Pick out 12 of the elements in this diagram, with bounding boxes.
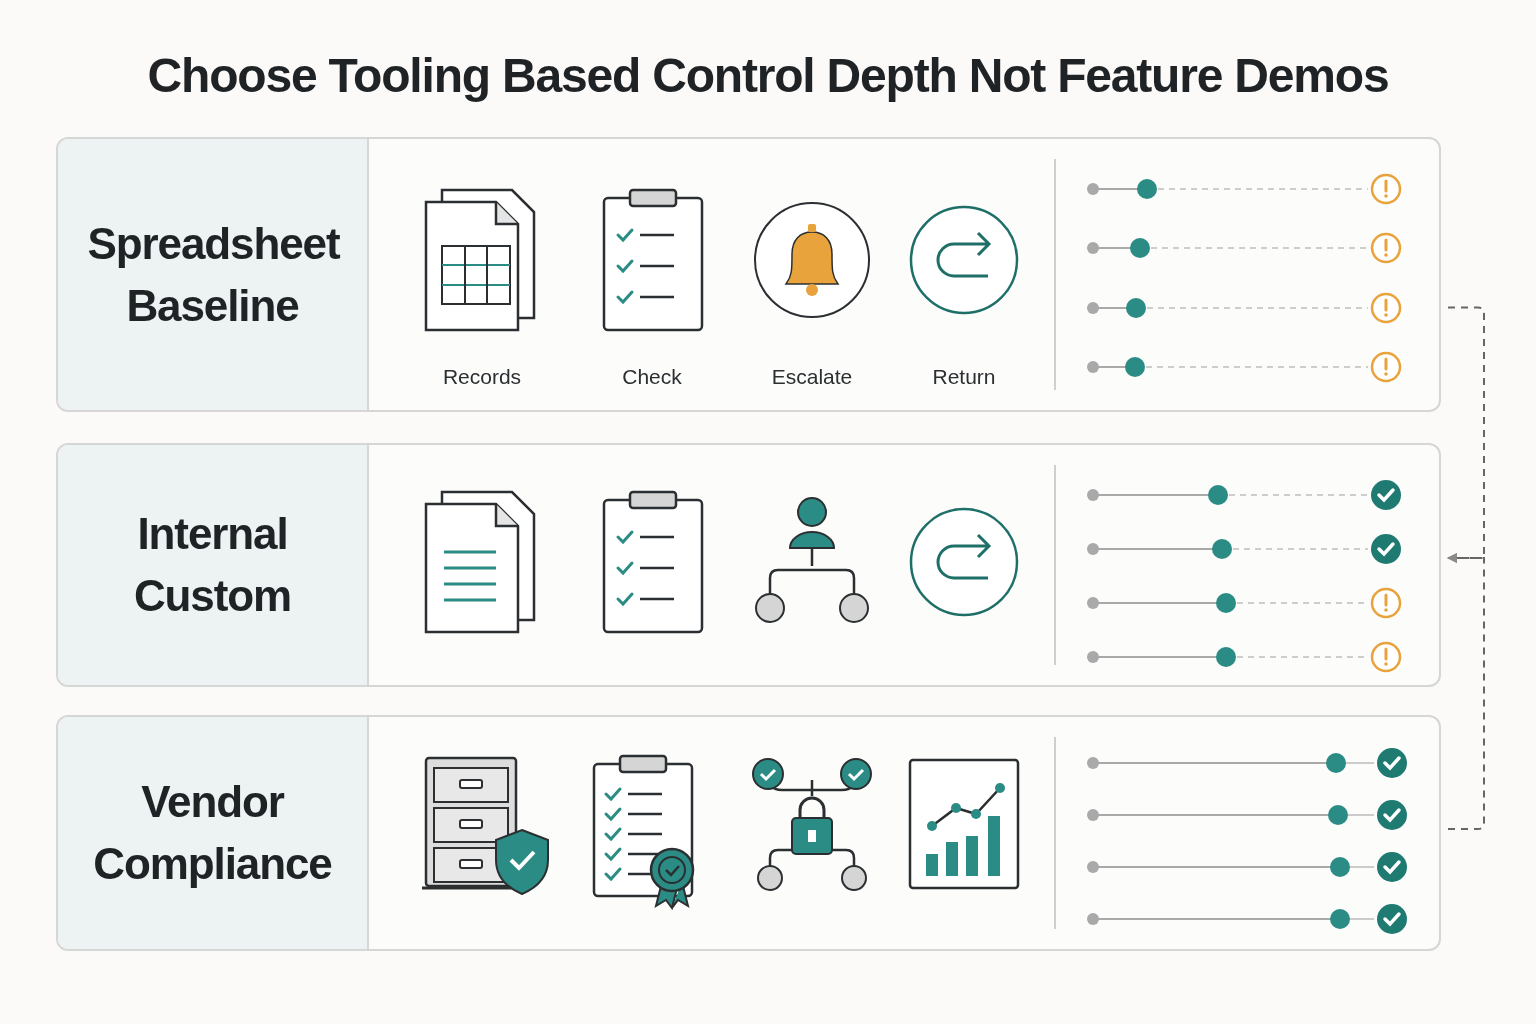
row-heading: Vendor Compliance xyxy=(92,776,333,890)
row-heading: Spreadsheet Baseline xyxy=(87,217,338,332)
row-panel xyxy=(56,137,1441,412)
row-panel xyxy=(56,443,1441,687)
icon-caption: Return xyxy=(931,364,997,390)
dashed-connector xyxy=(1447,553,1485,830)
icon-caption: Check xyxy=(621,364,683,390)
row-panel xyxy=(56,715,1441,951)
title: Choose Tooling Based Control Depth Not Feature Demos xyxy=(146,48,1390,104)
row-heading: Internal Custom xyxy=(132,508,293,622)
icon-caption: Escalate xyxy=(770,364,854,390)
icon-caption: Records xyxy=(441,364,523,390)
